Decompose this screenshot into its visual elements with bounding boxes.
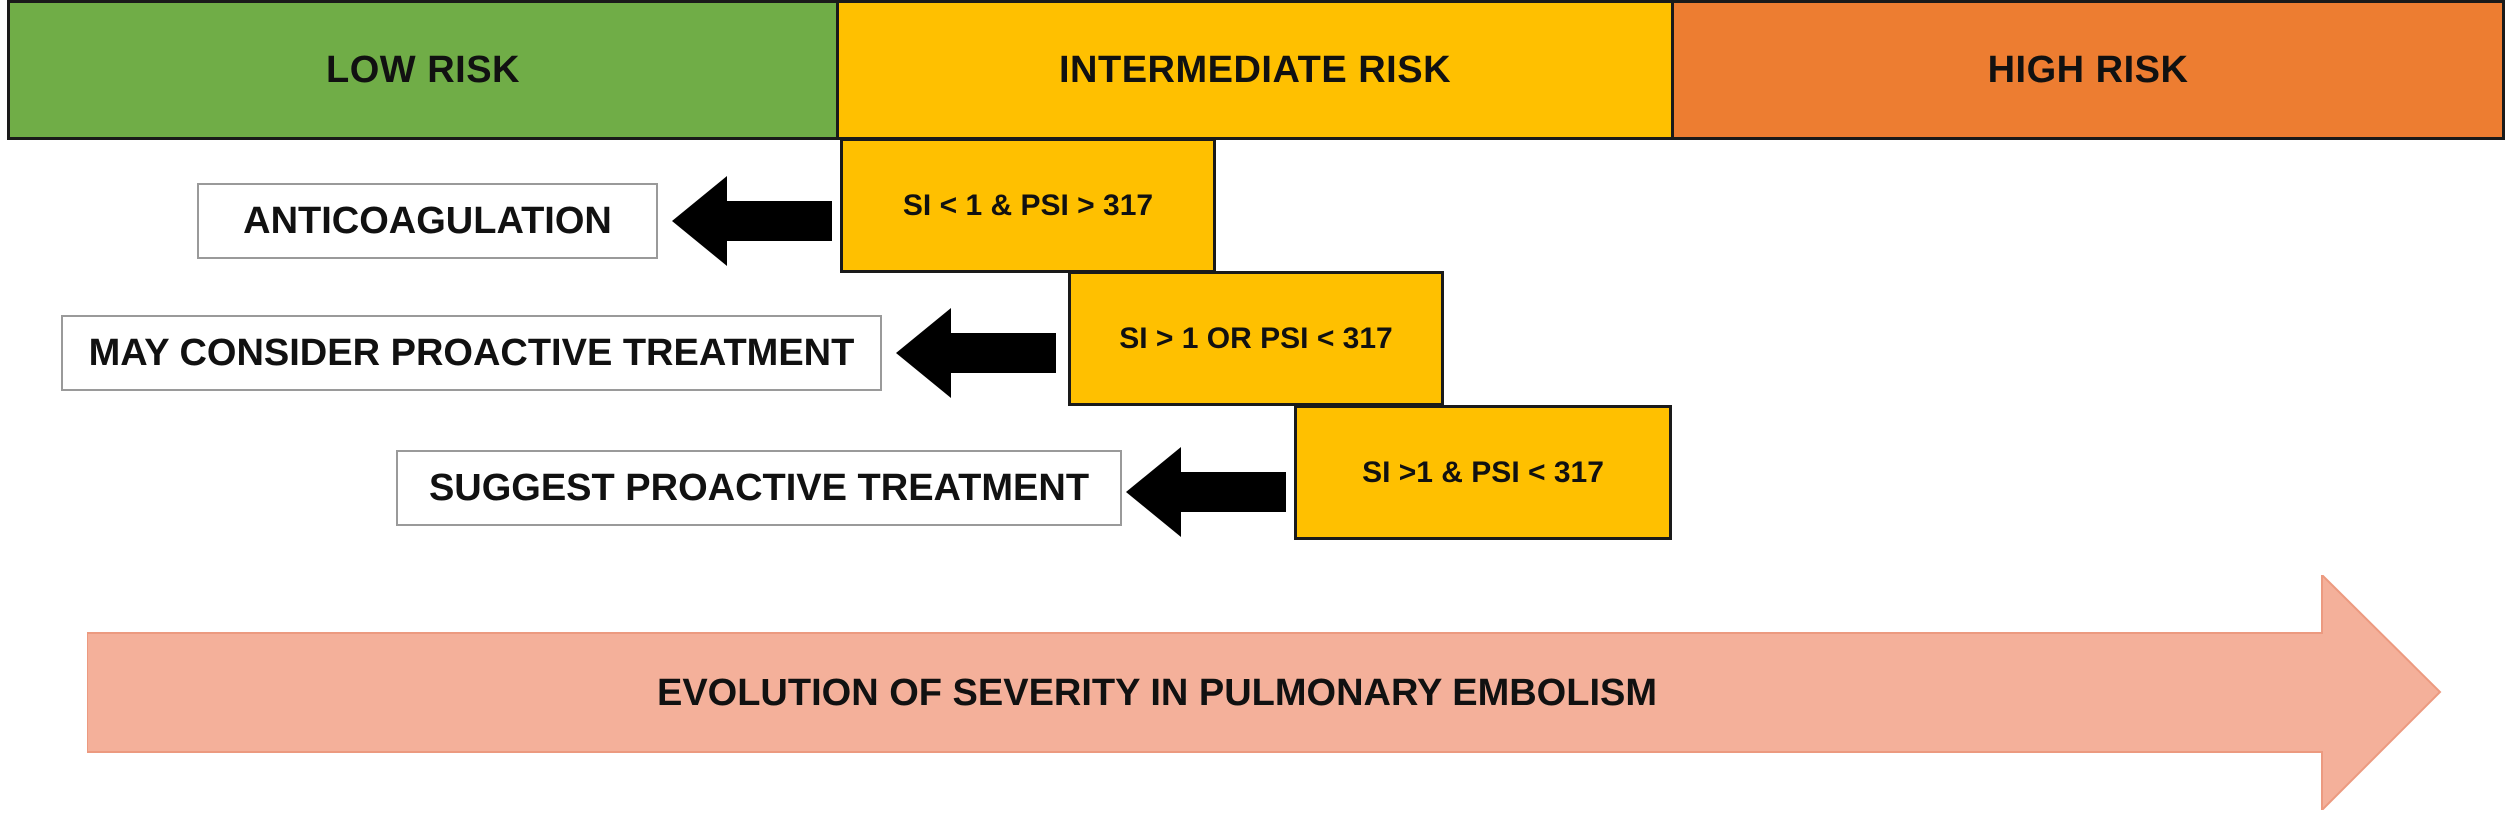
arrow-right-icon: [87, 575, 2442, 810]
action-box-anticoagulation: ANTICOAGULATION: [197, 183, 658, 259]
intermediate-risk-label: INTERMEDIATE RISK: [1058, 48, 1452, 91]
low-risk-band: LOW RISK: [7, 0, 839, 140]
criteria-text-3: SI >1 & PSI < 317: [1362, 455, 1604, 489]
criteria-box-1: SI < 1 & PSI > 317: [840, 138, 1216, 273]
intermediate-risk-band: INTERMEDIATE RISK: [836, 0, 1674, 140]
low-risk-label: LOW RISK: [326, 48, 520, 91]
high-risk-label: HIGH RISK: [1987, 48, 2189, 91]
severity-arrow-label: EVOLUTION OF SEVERITY IN PULMONARY EMBOL…: [656, 671, 1658, 714]
action-text-1: ANTICOAGULATION: [243, 199, 612, 242]
arrow-left-icon: [896, 308, 1056, 398]
arrow-left-icon: [1126, 447, 1286, 537]
arrow-left-icon: [672, 176, 832, 266]
criteria-box-2: SI > 1 OR PSI < 317: [1068, 271, 1444, 406]
criteria-text-2: SI > 1 OR PSI < 317: [1119, 321, 1393, 355]
criteria-box-3: SI >1 & PSI < 317: [1294, 405, 1672, 540]
action-box-may-consider: MAY CONSIDER PROACTIVE TREATMENT: [61, 315, 882, 391]
criteria-text-1: SI < 1 & PSI > 317: [902, 188, 1154, 222]
high-risk-band: HIGH RISK: [1671, 0, 2505, 140]
action-box-suggest: SUGGEST PROACTIVE TREATMENT: [396, 450, 1122, 526]
action-text-3: SUGGEST PROACTIVE TREATMENT: [428, 466, 1090, 509]
action-text-2: MAY CONSIDER PROACTIVE TREATMENT: [88, 331, 855, 374]
